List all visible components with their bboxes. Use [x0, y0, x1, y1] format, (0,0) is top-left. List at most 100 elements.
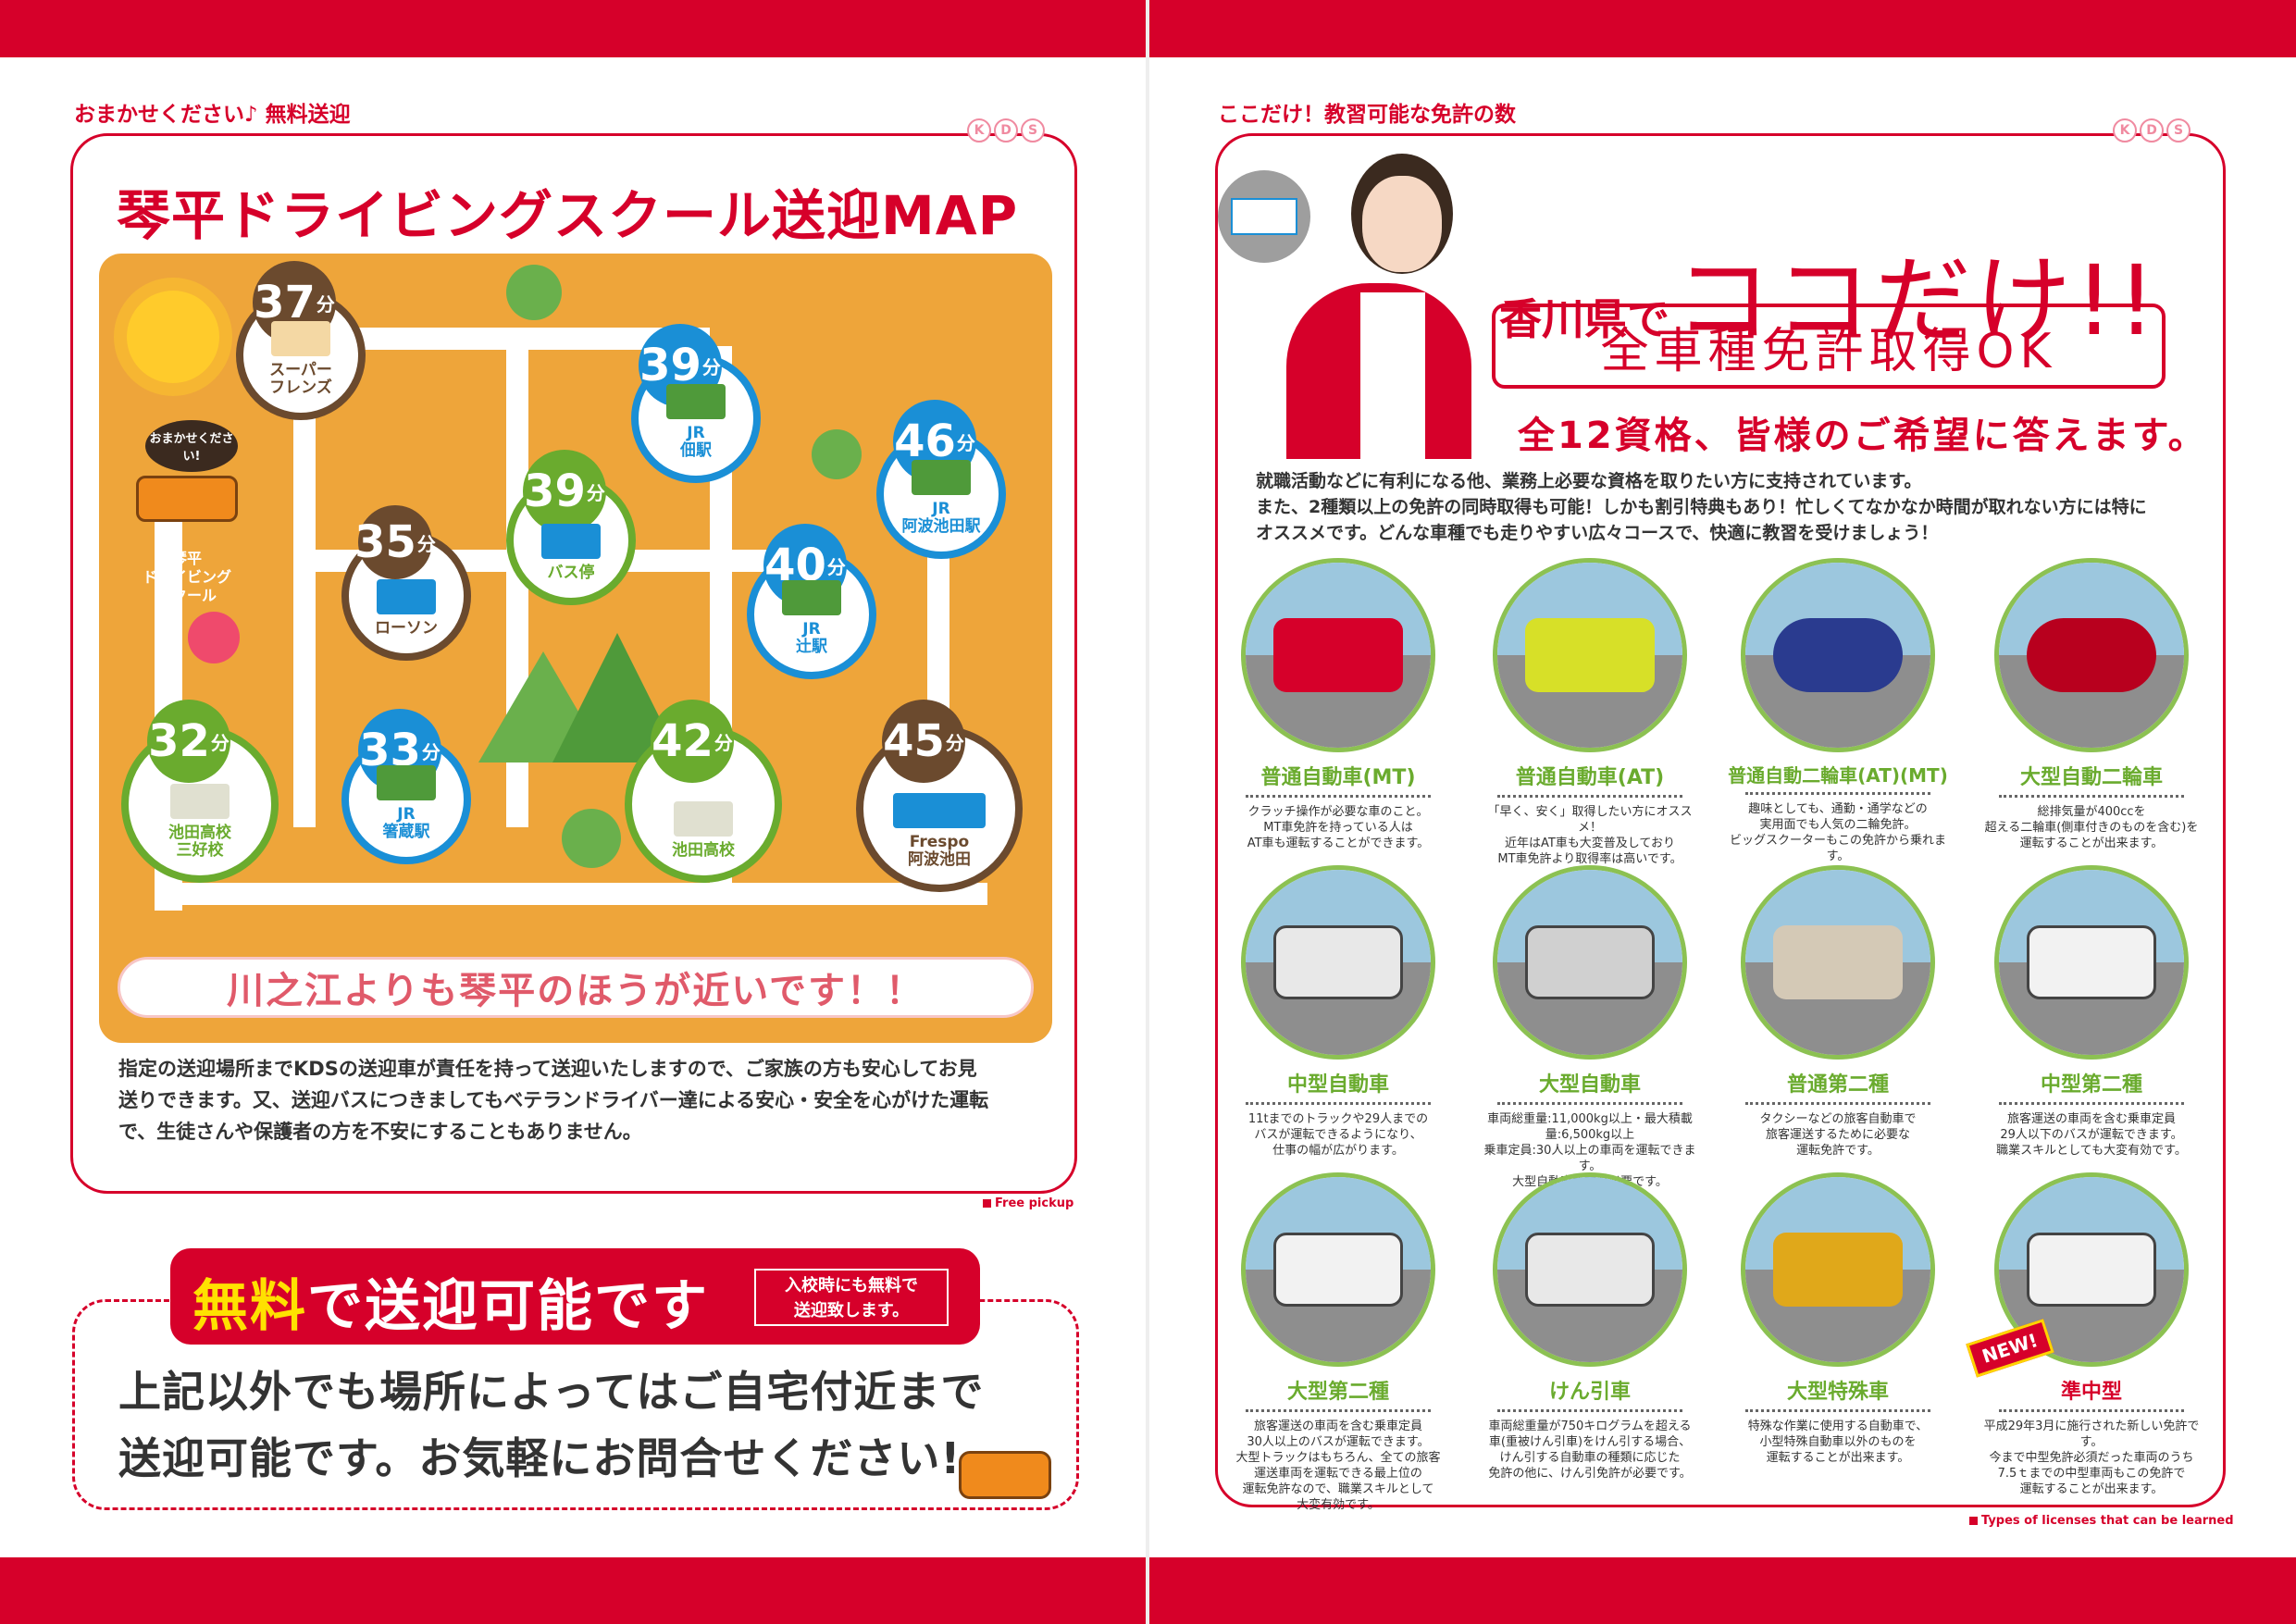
station-icon [782, 579, 841, 615]
license-name: 準中型 [2060, 1381, 2122, 1404]
store-icon [377, 579, 436, 615]
twelve-qualifications: 全12資格、皆様のご希望に答えます。 [1518, 415, 2208, 457]
pin-label: 池田高校 三好校 [168, 823, 231, 861]
tree-icon [812, 429, 862, 479]
lead-line: 送りできます。又、送迎バスにつきましてもベテランドライバー達による安心・安全を心… [118, 1089, 989, 1111]
license-card: 大型自動車 車両総重量:11,000kg以上・最大積載量:6,500kg以上 乗… [1479, 870, 1701, 1190]
bus-photo [1999, 870, 2184, 1055]
license-name: 普通自動二輪車(AT)(MT) [1728, 764, 1948, 787]
truck-photo [1497, 870, 1682, 1055]
license-name: 大型自動車 [1538, 1073, 1641, 1097]
kds-letter: D [994, 118, 1018, 143]
kds-logo: K D S [967, 118, 1045, 143]
headline-prefix: 香川県で [1499, 294, 1669, 344]
free-pickup-message: 上記以外でも場所によってはご自宅付近まで 送迎可能です。お気軽にお問合せください… [118, 1358, 984, 1492]
license-name: 普通自動車(AT) [1515, 766, 1665, 789]
station-icon [912, 459, 971, 495]
pin-label: バス停 [547, 564, 595, 583]
message-line: 上記以外でも場所によってはご自宅付近まで [118, 1367, 985, 1417]
pin-label: ローソン [375, 619, 438, 638]
intro-line: オススメです。どんな車種でも走りやすい広々コースで、快適に教習を受けましょう！ [1256, 523, 1939, 543]
vehicle-shape [2027, 618, 2156, 692]
left-page-header: おまかせください♪ 無料送迎 [74, 103, 351, 127]
free-pickup-tag: Free pickup [983, 1196, 1074, 1210]
pin-label: JR 佃駅 [680, 423, 712, 461]
vehicle-shape [2027, 925, 2156, 999]
bus-stop-icon [541, 524, 601, 560]
school-bus-icon [959, 1451, 1051, 1499]
tow-truck-photo [1497, 1177, 1682, 1362]
vehicle-shape [1273, 1233, 1403, 1307]
vehicle-shape [1273, 925, 1403, 999]
license-name: 大型特殊車 [1786, 1381, 1889, 1404]
motorcycle-photo [1745, 563, 1930, 748]
vehicle-shape [1773, 925, 1903, 999]
kds-letter: S [1021, 118, 1045, 143]
license-name: けん引車 [1548, 1381, 1631, 1404]
free-note: 入校時にも無料で 送迎致します。 [754, 1269, 949, 1326]
school-icon [170, 783, 230, 819]
license-card: 大型特殊車 特殊な作業に使用する自動車で、 小型特殊自動車以外のものを 運転する… [1727, 1177, 1949, 1466]
license-card: 普通第二種 タクシーなどの旅客自動車で 旅客運送するために必要な 運転免許です。 [1727, 870, 1949, 1159]
vehicle-shape [1525, 1233, 1655, 1307]
license-desc: 車両総重量が750キログラムを超える 車(重被けん引車)をけん引する場合、 けん… [1488, 1419, 1692, 1481]
free-pickup-title: 無料で送迎可能です [192, 1261, 709, 1342]
map-banner: 川之江よりも琴平のほうが近いです！！ [118, 957, 1034, 1018]
message-line: 送迎可能です。お気軽にお問合せください! [118, 1433, 962, 1483]
school-label: 琴平 ドライビング スクール [142, 550, 231, 604]
intro-line: 就職活動などに有利になる他、業務上必要な資格を取りたい方に支持されています。 [1256, 471, 1922, 491]
vehicle-shape [1525, 618, 1655, 692]
free-rest: で送迎可能です [307, 1274, 709, 1339]
license-desc: 特殊な作業に使用する自動車で、 小型特殊自動車以外のものを 運転することが出来ま… [1747, 1419, 1929, 1465]
vehicle-shape [2027, 1233, 2156, 1307]
license-card-icon [1231, 198, 1297, 235]
license-desc: 11tまでのトラックや29人までの バスが運転できるようになり、 仕事の幅が広が… [1247, 1112, 1429, 1158]
license-name: 中型第二種 [2040, 1073, 2142, 1097]
vehicle-shape [1773, 618, 1903, 692]
bus-icon [136, 476, 238, 522]
store-icon [893, 792, 986, 828]
page-fold [1146, 0, 1149, 1624]
license-card: 普通自動車(AT) 「早く、安く」取得したい方にオススメ！ 近年はAT車も大変普… [1479, 563, 1701, 867]
license-name: 大型自動二輪車 [2019, 766, 2163, 789]
supermarket-icon [271, 320, 330, 356]
taxi-photo [1745, 870, 1930, 1055]
license-desc: 旅客運送の車両を含む乗車定員 30人以上のバスが運転できます。 大型トラックはも… [1235, 1419, 1441, 1512]
model-photo [1277, 154, 1481, 459]
mountain-illustration [478, 633, 682, 762]
note-line: 入校時にも無料で [785, 1276, 918, 1295]
left-lead-text: 指定の送迎場所までKDSの送迎車が責任を持って送迎いたしますので、ご家族の方も安… [118, 1053, 988, 1147]
license-name: 大型第二種 [1286, 1381, 1389, 1404]
kds-letter: D [2140, 118, 2164, 143]
license-card: 普通自動車(MT) クラッチ操作が必要な車のこと。 MT車免許を持っている人は … [1227, 563, 1449, 851]
kds-letter: K [967, 118, 991, 143]
car-photo [1497, 563, 1682, 748]
tree-icon [506, 265, 562, 320]
kds-logo: K D S [2113, 118, 2191, 143]
motorcycle-photo [1999, 563, 2184, 748]
intro-text: 就職活動などに有利になる他、業務上必要な資格を取りたい方に支持されています。 ま… [1256, 468, 2200, 546]
loader-photo [1745, 1177, 1930, 1362]
license-card: けん引車 車両総重量が750キログラムを超える 車(重被けん引車)をけん引する場… [1479, 1177, 1701, 1481]
license-card-bubble [1218, 170, 1310, 263]
pin-label: JR 箸蔵駅 [382, 804, 430, 842]
pin-label: JR 辻駅 [796, 619, 827, 657]
vehicle-shape [1773, 1233, 1903, 1307]
license-desc: 「早く、安く」取得したい方にオススメ！ 近年はAT車も大変普及しており MT車免… [1487, 805, 1693, 866]
license-card: 中型第二種 旅客運送の車両を含む乗車定員 29人以下のバスが運転できます。 職業… [1980, 870, 2203, 1159]
pin-label: スーパー フレンズ [269, 360, 332, 398]
license-desc: クラッチ操作が必要な車のこと。 MT車免許を持っている人は AT車も運転すること… [1247, 805, 1430, 850]
lead-line: 指定の送迎場所までKDSの送迎車が責任を持って送迎いたしますので、ご家族の方も安… [118, 1058, 977, 1080]
